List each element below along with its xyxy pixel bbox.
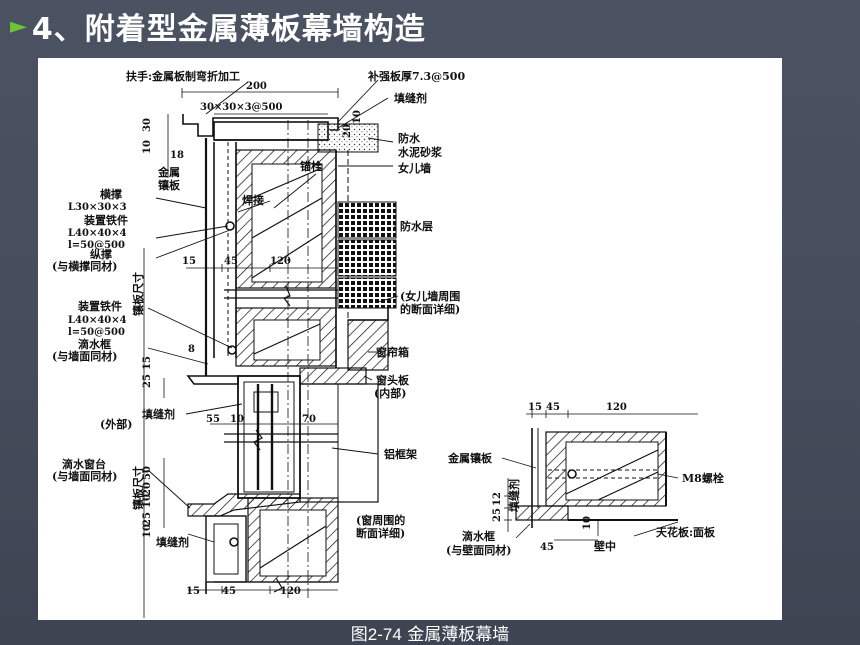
detail-drip-frame-note: (与壁面同材) <box>446 543 511 557</box>
detail-metal-panel: 金属镶板 <box>447 451 493 465</box>
vdim-10b: 10 <box>352 110 363 124</box>
detail-drip-frame: 滴水框 <box>462 529 495 543</box>
label-drip-sill-2: (与墙面同材) <box>52 469 117 483</box>
label-waterproof-layer: 防水层 <box>400 219 433 233</box>
caption-text: 金属薄板幕墙 <box>407 625 510 645</box>
detail-section <box>501 410 698 541</box>
label-fitting2-spec1: L40×40×4 <box>68 315 127 326</box>
label-weld: 焊接 <box>242 193 264 207</box>
detail-v-12: 12 <box>492 492 503 506</box>
detail-wall-center: 壁中 <box>594 539 616 553</box>
label-brace-title: 横撑 <box>100 187 122 201</box>
label-panel-size: 镶板尺寸 <box>131 466 145 510</box>
label-window-detail-1: (窗周围的 <box>356 513 405 527</box>
detail-labels: 15 45 120 金属镶板 填缝剂 M8螺栓 滴水框 (与壁面同材) 45 壁… <box>446 402 724 557</box>
slide-title: ► 4、附着型金属薄板幕墙构造 <box>10 4 426 48</box>
label-window-head-1: 窗头板 <box>376 373 410 387</box>
caption-number: 图2-74 <box>350 625 402 644</box>
detail-m8-bolt: M8螺栓 <box>682 471 724 485</box>
detail-v-10: 10 <box>582 516 593 530</box>
label-sealant-top: 填缝剂 <box>394 91 427 105</box>
vdim-10: 10 <box>142 140 153 154</box>
label-longitudinal: 纵撑 <box>90 247 112 261</box>
label-fitting-spec1: L40×40×4 <box>68 228 127 239</box>
construction-drawing: 扶手:金属板制弯折加工 补强板厚7.3@500 填缝剂 防水 水泥砂浆 女儿墙 … <box>38 58 782 620</box>
leader-lines <box>147 79 399 543</box>
label-metal-panel-2: 镶板 <box>158 178 181 192</box>
dimension-lines <box>143 88 339 618</box>
detail-sealant: 填缝剂 <box>507 479 521 512</box>
dim-8: 8 <box>188 344 195 355</box>
slide-title-text: 4、附着型金属薄板幕墙构造 <box>31 12 426 47</box>
dim-120a: 120 <box>270 256 291 267</box>
label-parapet-detail-1: (女儿墙周围 <box>400 289 460 303</box>
detail-v-25: 25 <box>492 508 503 522</box>
vdim-10d: 10 <box>142 524 153 538</box>
label-parapet-detail-2: 的断面详细) <box>400 302 460 316</box>
label-longitudinal-note: (与横撑同材) <box>52 259 117 273</box>
label-sealant-mid: 填缝剂 <box>142 407 175 421</box>
dim-120b: 120 <box>280 586 301 597</box>
label-curtain-box: 窗帘箱 <box>376 345 409 359</box>
label-exterior: (外部) <box>100 417 132 431</box>
vdim-50: 50 <box>142 466 153 480</box>
label-reinforce: 补强板厚7.3@500 <box>367 69 465 83</box>
vdim-15: 15 <box>142 356 153 370</box>
label-window-head-2: (内部) <box>374 386 406 400</box>
label-drip-frame-note: (与墙面同材) <box>52 349 117 363</box>
dim-55: 55 <box>206 414 220 425</box>
detail-dim-15: 15 <box>528 402 542 413</box>
label-handrail: 扶手:金属板制弯折加工 <box>126 69 240 83</box>
label-waterproof-1: 防水 <box>398 131 421 145</box>
main-section <box>182 114 397 598</box>
label-aluminum-frame: 铝框架 <box>384 447 417 461</box>
detail-dim-45b: 45 <box>540 542 554 553</box>
dim-15a: 15 <box>182 256 196 267</box>
label-sealant-bottom: 填缝剂 <box>156 535 189 549</box>
label-fitting2-title: 装置铁件 <box>77 299 122 313</box>
detail-dim-45: 45 <box>546 402 560 413</box>
label-metal-panel-1: 金属 <box>157 165 180 179</box>
label-brace-spec: L30×30×3 <box>68 202 127 213</box>
label-drip-sill-1: 滴水窗台 <box>62 457 106 471</box>
dim-15b: 15 <box>186 586 200 597</box>
dim-10: 10 <box>230 414 244 425</box>
vdim-10c: 10 <box>142 494 153 508</box>
figure-caption: 图2-74 金属薄板幕墙 <box>0 620 860 645</box>
vdim-20: 20 <box>342 124 353 138</box>
label-fitting2-spec2: l=50@500 <box>68 327 125 338</box>
vdim-25: 25 <box>142 374 153 388</box>
dim-30x30: 30×30×3@500 <box>200 102 282 113</box>
detail-dim-120: 120 <box>606 402 627 413</box>
vdim-30: 30 <box>142 118 153 132</box>
vdim-25b: 25 <box>142 512 153 526</box>
label-panel-size-upper: 镶板尺寸 <box>131 272 145 316</box>
label-fitting-title: 装置铁件 <box>83 213 128 227</box>
dim-18: 18 <box>170 150 184 161</box>
label-fitting-spec2: l=50@500 <box>68 240 125 251</box>
detail-ceiling: 天花板:面板 <box>656 525 716 539</box>
bullet-arrow-icon: ► <box>10 13 28 39</box>
dim-70: 70 <box>302 414 316 425</box>
dim-200: 200 <box>246 81 267 92</box>
vdim-20b: 20 <box>142 482 153 496</box>
label-waterproof-2: 水泥砂浆 <box>398 145 443 159</box>
label-window-detail-2: 断面详细) <box>356 526 405 540</box>
drawing-canvas: 扶手:金属板制弯折加工 补强板厚7.3@500 填缝剂 防水 水泥砂浆 女儿墙 … <box>52 69 724 618</box>
dim-45b: 45 <box>222 586 236 597</box>
dim-45a: 45 <box>224 256 238 267</box>
label-parapet: 女儿墙 <box>398 161 431 175</box>
main-labels: 扶手:金属板制弯折加工 补强板厚7.3@500 填缝剂 防水 水泥砂浆 女儿墙 … <box>52 69 465 597</box>
label-anchor-bolt: 锚栓 <box>300 159 322 173</box>
label-drip-frame: 滴水框 <box>78 337 111 351</box>
